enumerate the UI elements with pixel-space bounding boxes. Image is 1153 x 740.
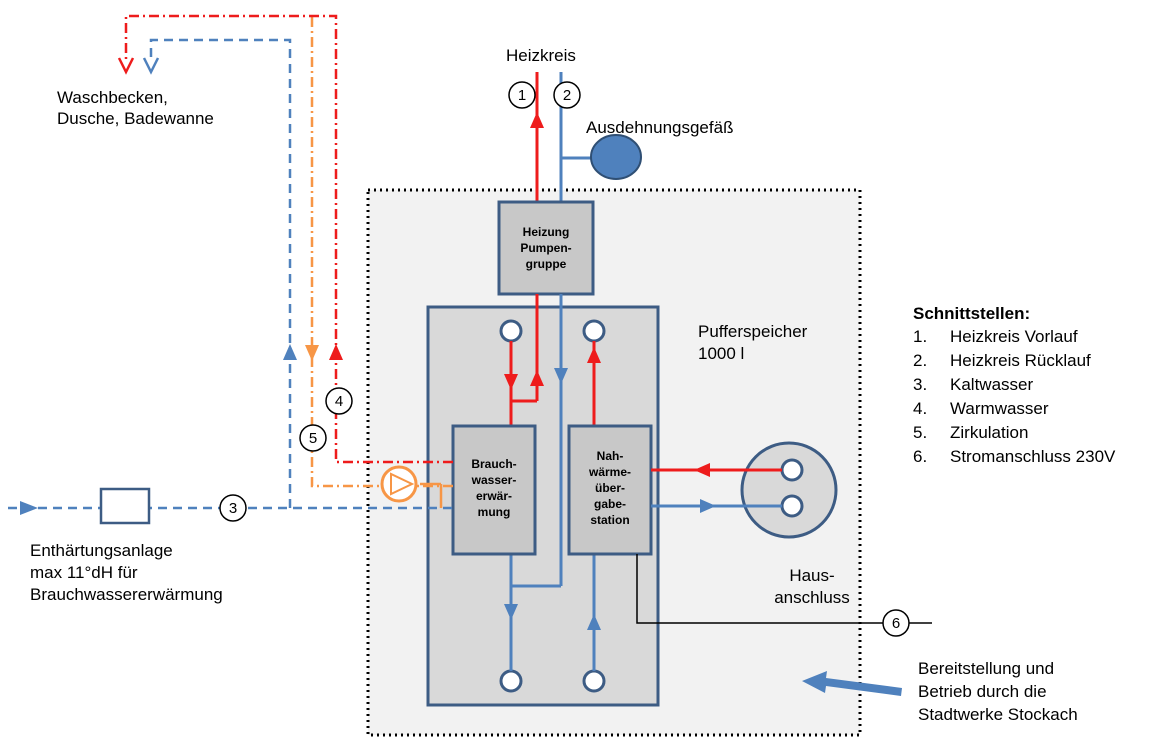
kaltwasser-tap-arrow bbox=[142, 57, 160, 75]
brauchwasser-down-arrow bbox=[504, 604, 518, 620]
svg-text:Heizkreis Vorlauf: Heizkreis Vorlauf bbox=[950, 327, 1078, 346]
port-top-right bbox=[582, 319, 606, 343]
marker-5: 5 bbox=[299, 424, 327, 452]
kaltwasser-up-arrow bbox=[283, 344, 297, 360]
hausanschluss-label-2: anschluss bbox=[774, 588, 850, 607]
brauchwasser-feed-arrow bbox=[504, 374, 518, 390]
svg-text:wasser-: wasser- bbox=[471, 473, 517, 487]
ausdehnungsgefaess-label: Ausdehnungsgefäß bbox=[586, 118, 733, 137]
pufferspeicher-label-1: Pufferspeicher bbox=[698, 322, 808, 341]
svg-text:gabe-: gabe- bbox=[594, 497, 626, 511]
svg-text:6: 6 bbox=[892, 615, 900, 632]
vorlauf-arrow bbox=[530, 112, 544, 128]
ausdehnungsgefaess-tank bbox=[590, 134, 642, 180]
marker-6: 6 bbox=[882, 609, 910, 637]
heizung-vorlauf-arrow bbox=[530, 370, 544, 386]
legend-item-3: 3. Kaltwasser bbox=[913, 375, 1033, 394]
port-bottom-left bbox=[499, 669, 523, 693]
bereitstellung-label-1: Bereitstellung und bbox=[918, 659, 1054, 678]
svg-text:Warmwasser: Warmwasser bbox=[950, 399, 1049, 418]
legend-item-4: 4. Warmwasser bbox=[913, 399, 1049, 418]
waschbecken-label-2: Dusche, Badewanne bbox=[57, 109, 214, 128]
bereitstellung-label-2: Betrieb durch die bbox=[918, 682, 1047, 701]
hausanschluss-ruecklauf-arrow bbox=[700, 499, 716, 513]
warmwasser-up-arrow bbox=[329, 344, 343, 360]
svg-text:über-: über- bbox=[595, 481, 625, 495]
legend-item-2: 2. Heizkreis Rücklauf bbox=[913, 351, 1091, 370]
pufferspeicher-label-2: 1000 l bbox=[698, 344, 744, 363]
marker-4: 4 bbox=[325, 387, 353, 415]
svg-text:Heizung: Heizung bbox=[523, 225, 570, 239]
hausanschluss-label-1: Haus- bbox=[789, 566, 834, 585]
marker-1: 1 bbox=[508, 81, 536, 109]
svg-text:Heizkreis Rücklauf: Heizkreis Rücklauf bbox=[950, 351, 1091, 370]
hausanschluss-vorlauf-arrow bbox=[694, 463, 710, 477]
svg-text:wärme-: wärme- bbox=[588, 465, 631, 479]
svg-text:4: 4 bbox=[335, 393, 343, 410]
svg-text:3: 3 bbox=[229, 500, 237, 517]
zirkulation-down-arrow bbox=[305, 345, 319, 361]
hausanschluss-port-top bbox=[780, 458, 804, 482]
legend-item-6: 6. Stromanschluss 230V bbox=[913, 447, 1116, 466]
svg-text:mung: mung bbox=[478, 505, 511, 519]
svg-text:1: 1 bbox=[518, 87, 526, 104]
hausanschluss-circle bbox=[740, 441, 838, 539]
bereitstellung-label-3: Stadtwerke Stockach bbox=[918, 705, 1078, 724]
nahwaerme-bottom-arrow bbox=[587, 614, 601, 630]
kaltwasser-inlet-arrow bbox=[20, 501, 38, 515]
nahwaerme-up-arrow bbox=[587, 347, 601, 363]
enthaertung-label-3: Brauchwassererwärmung bbox=[30, 585, 223, 604]
svg-text:2: 2 bbox=[563, 87, 571, 104]
warmwasser-tap-arrow bbox=[117, 57, 135, 75]
enthaertungsanlage-box bbox=[99, 487, 151, 525]
nahwaerme-box-label: Nah- wärme- über- gabe- station bbox=[588, 449, 631, 527]
svg-text:Pumpen-: Pumpen- bbox=[520, 241, 571, 255]
svg-text:Zirkulation: Zirkulation bbox=[950, 423, 1028, 442]
heizung-pumpengruppe-box bbox=[497, 200, 595, 296]
svg-text:1.: 1. bbox=[913, 327, 927, 346]
nahwaerme-uebergabestation-box bbox=[567, 424, 653, 556]
heizung-box-label: Heizung Pumpen- gruppe bbox=[520, 225, 571, 271]
legend-item-5: 5. Zirkulation bbox=[913, 423, 1028, 442]
svg-text:gruppe: gruppe bbox=[526, 257, 567, 271]
enthaertung-label-2: max 11°dH für bbox=[30, 563, 138, 582]
pump-triangle bbox=[390, 472, 415, 496]
svg-text:5.: 5. bbox=[913, 423, 927, 442]
brauchwassererwaermung-box bbox=[451, 424, 537, 556]
svg-text:3.: 3. bbox=[913, 375, 927, 394]
hausanschluss-port-bottom bbox=[780, 494, 804, 518]
svg-text:Brauch-: Brauch- bbox=[471, 457, 516, 471]
enthaertung-label-1: Enthärtungsanlage bbox=[30, 541, 173, 560]
schnittstellen-legend: Schnittstellen: 1. Heizkreis Vorlauf 2. … bbox=[913, 304, 1116, 466]
svg-text:erwär-: erwär- bbox=[476, 489, 512, 503]
svg-text:5: 5 bbox=[309, 430, 317, 447]
warmwasser-pipe bbox=[124, 14, 453, 464]
svg-text:station: station bbox=[590, 513, 629, 527]
svg-text:Nah-: Nah- bbox=[597, 449, 624, 463]
svg-text:Stromanschluss 230V: Stromanschluss 230V bbox=[950, 447, 1116, 466]
svg-text:6.: 6. bbox=[913, 447, 927, 466]
brauchwasser-box-label: Brauch- wasser- erwär- mung bbox=[471, 457, 517, 519]
svg-text:Kaltwasser: Kaltwasser bbox=[950, 375, 1033, 394]
pointer-arrow bbox=[802, 671, 902, 696]
svg-text:2.: 2. bbox=[913, 351, 927, 370]
marker-2: 2 bbox=[553, 81, 581, 109]
kaltwasser-riser bbox=[149, 38, 292, 508]
legend-title: Schnittstellen: bbox=[913, 304, 1030, 323]
port-bottom-right bbox=[582, 669, 606, 693]
waschbecken-label-1: Waschbecken, bbox=[57, 88, 168, 107]
heizkreis-label: Heizkreis bbox=[506, 46, 576, 65]
legend-item-1: 1. Heizkreis Vorlauf bbox=[913, 327, 1078, 346]
marker-3: 3 bbox=[219, 494, 247, 522]
port-top-left bbox=[499, 319, 523, 343]
ruecklauf-internal-arrow bbox=[554, 368, 568, 384]
svg-text:4.: 4. bbox=[913, 399, 927, 418]
stromanschluss-line bbox=[636, 554, 932, 624]
